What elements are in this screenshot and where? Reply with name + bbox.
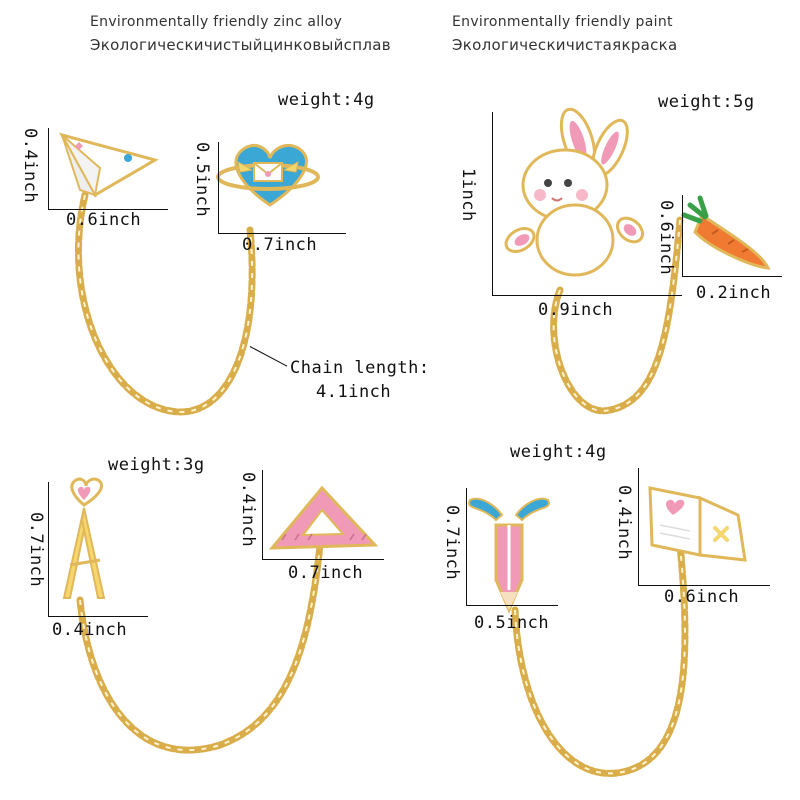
dimension-line (466, 605, 558, 606)
dimension-line (638, 468, 639, 586)
dimension-height: 0.4inch (20, 128, 40, 204)
dimension-width: 0.5inch (474, 613, 550, 633)
dimension-width: 0.7inch (288, 563, 364, 583)
compass-pin (62, 477, 106, 599)
dimension-line (682, 195, 683, 277)
chain-length-value: 4.1inch (316, 382, 392, 402)
dimension-width: 0.6inch (664, 587, 740, 607)
dimension-line (48, 128, 49, 210)
dimension-line (638, 585, 770, 586)
header-left-ru: Экологическичистыйцинковыйсплав (90, 36, 391, 54)
dimension-line (48, 209, 168, 210)
dimension-width: 0.6inch (66, 210, 142, 230)
carrot-pin (681, 195, 771, 270)
dimension-height: 0.5inch (192, 142, 212, 218)
triangle-ruler-pin (268, 485, 379, 550)
dimension-height: 0.6inch (656, 200, 676, 276)
dimension-width: 0.2inch (696, 283, 772, 303)
weight-label: weight:5g (658, 92, 755, 112)
dimension-line (218, 142, 219, 234)
dimension-line (262, 470, 263, 560)
dimension-width: 0.7inch (242, 235, 318, 255)
dimension-height: 0.7inch (442, 505, 462, 581)
winged-pencil-pin (468, 497, 550, 614)
weight-label: weight:4g (278, 90, 375, 110)
dimension-line (218, 233, 346, 234)
dimension-line (48, 482, 49, 617)
weight-label: weight:4g (510, 442, 607, 462)
header-right-ru: Экологическичистаякраска (452, 36, 678, 54)
dimension-line (262, 559, 384, 560)
open-book-pin (648, 486, 747, 562)
dimension-height: 0.7inch (26, 512, 46, 588)
chain (511, 541, 689, 777)
dimension-line (492, 295, 682, 296)
heart-planet-pin (216, 143, 320, 207)
dimension-width: 0.4inch (52, 620, 128, 640)
dimension-height: 0.4inch (614, 485, 634, 561)
dimension-line (492, 112, 493, 296)
weight-label: weight:3g (108, 455, 205, 475)
header-left-en: Environmentally friendly zinc alloy (90, 14, 343, 30)
chain-length-label: Chain length: (290, 358, 430, 378)
dimension-line (48, 616, 148, 617)
dimension-line (682, 276, 782, 277)
dimension-line (466, 488, 467, 606)
paper-plane-pin (58, 132, 159, 198)
dimension-height: 0.4inch (238, 472, 258, 548)
dimension-height: 1inch (458, 168, 478, 222)
chain (76, 541, 324, 754)
bunny-pin (504, 107, 645, 277)
dimension-width: 0.9inch (538, 300, 614, 320)
header-right-en: Environmentally friendly paint (452, 14, 673, 30)
